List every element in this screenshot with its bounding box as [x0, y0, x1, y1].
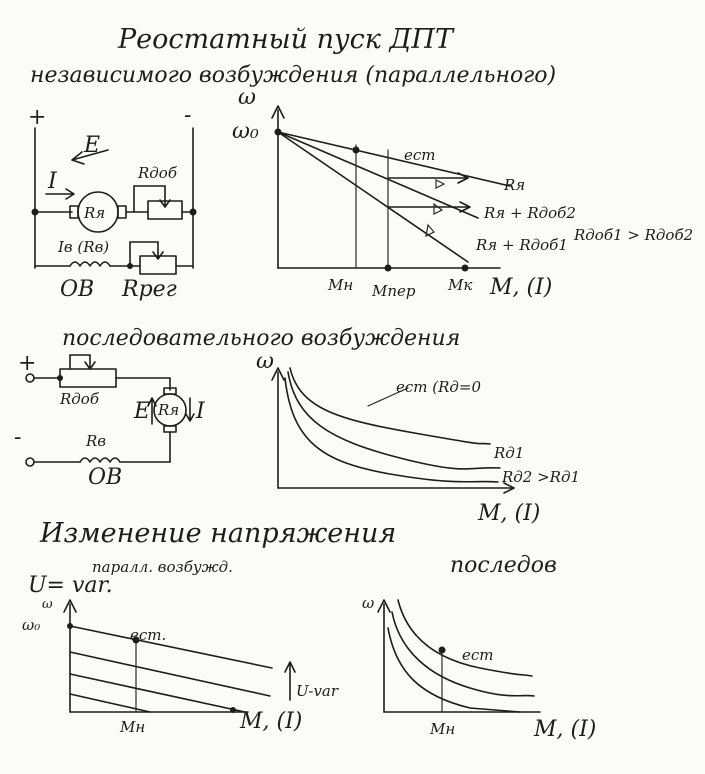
- emf-arrow: [71, 149, 109, 165]
- section3-right-subtitle: последов: [450, 553, 557, 578]
- r-add-slider-arrow: [159, 185, 171, 208]
- chart3-y0-label: ω₀: [22, 616, 40, 634]
- series-r-field-label: Rв: [85, 432, 106, 450]
- section2-chart: ω ест (Rд=0 Rд1 Rд2 >Rд1 M, (I): [256, 349, 580, 526]
- voltage-arrow-label: U-var: [296, 682, 339, 700]
- chart4-natural-label: ест: [462, 646, 494, 664]
- r-reg-slider-arrow: [152, 241, 164, 260]
- series-voltage-curve-1: [397, 599, 533, 677]
- brush-right: [117, 205, 127, 219]
- chart3-natural-label: ест.: [130, 626, 166, 644]
- series-r-add-label: Rдоб: [59, 390, 100, 408]
- section2-circuit: + Rдоб Rя E I - Rв ОВ: [14, 351, 206, 490]
- section3-left-chart: U= var. ω ω₀ ест. U-var Mн M, (I): [22, 573, 339, 736]
- chart1-relation: Rдоб1 > Rдоб2: [573, 226, 693, 244]
- chart1-y-label: ω: [238, 85, 256, 110]
- voltage-up-arrow: [284, 661, 296, 701]
- voltage-line-4: [69, 693, 151, 713]
- section3-right-chart: ω ест Mн M, (I): [362, 594, 596, 742]
- series-r-add-resistor: [59, 368, 117, 388]
- curve-label-3: Rя + Rдоб1: [475, 236, 568, 254]
- series-field-coil: [79, 457, 121, 463]
- line-natural-rya: [277, 131, 511, 187]
- chart3-x-tick: Mн: [119, 718, 145, 736]
- title-line-1: Реостатный пуск ДПТ: [117, 24, 455, 55]
- curve-label-1: Rя: [503, 176, 525, 194]
- circuit1-plus: +: [28, 105, 46, 130]
- series-field-winding-label: ОВ: [88, 465, 122, 490]
- curve-label-2: Rя + Rдоб2: [483, 204, 576, 222]
- chart2-curve-label-2: Rд1: [493, 444, 524, 462]
- chart2-curve-label-3: Rд2 >Rд1: [501, 468, 580, 486]
- voltage-line-3: [69, 673, 246, 713]
- series-rd2-curve: [284, 377, 499, 483]
- emf-label: E: [83, 133, 100, 158]
- chart4-y-label: ω: [362, 594, 374, 612]
- circuit1-minus: -: [184, 103, 191, 128]
- voltage-var-note: U= var.: [28, 573, 113, 598]
- chart3-y-label: ω: [42, 597, 53, 612]
- x-tick-mk: Mк: [447, 276, 472, 294]
- chart1-y0-label: ω₀: [232, 119, 259, 144]
- voltage-line-2: [69, 651, 271, 697]
- series-rd1-curve: [287, 371, 501, 470]
- chart2-y-label: ω: [256, 349, 274, 374]
- field-winding-coil: [69, 261, 111, 267]
- field-current-label: Iв (Rв): [57, 238, 109, 256]
- current-arrow: [45, 188, 75, 200]
- title-line-2: независимого возбуждения (параллельного): [30, 63, 556, 88]
- chart2-curve-label-1: ест (Rд=0: [396, 378, 481, 396]
- section1-circuit: + - Rя Rдоб E I Iв (Rв) ОВ R: [28, 103, 197, 302]
- chart3-x-label: M, (I): [239, 709, 302, 734]
- r-reg-label: Rрег: [121, 277, 177, 302]
- chart4-x-tick: Mн: [429, 720, 455, 738]
- series-current-label: I: [195, 399, 206, 424]
- r-add-label: Rдоб: [137, 164, 178, 182]
- section1-chart: ω ω₀ ест Rя Rя + Rдоб2 Rя + Rдоб1 Rдоб1 …: [232, 85, 693, 300]
- armature-label: Rя: [83, 204, 105, 222]
- field-winding-label: ОВ: [60, 277, 94, 302]
- section3-title: Изменение напряжения: [39, 518, 396, 549]
- chart2-x-label: M, (I): [477, 501, 540, 526]
- series-natural-curve: [289, 367, 491, 445]
- line-rya-radd1: [277, 131, 469, 263]
- series-voltage-curve-3: [387, 627, 521, 713]
- series-voltage-curve-2: [391, 611, 535, 697]
- circuit2-minus: -: [14, 425, 21, 450]
- section3-left-subtitle: паралл. возбужд.: [92, 558, 233, 576]
- series-emf-label: E: [133, 399, 150, 424]
- x-tick-mper: Mпер: [371, 282, 416, 300]
- natural-voltage-line: [69, 625, 273, 669]
- current-label: I: [47, 169, 58, 194]
- chart4-x-label: M, (I): [533, 717, 596, 742]
- chart1-x-label: M, (I): [489, 275, 552, 300]
- x-tick-mn: Mн: [327, 276, 353, 294]
- chart1-natural-label: ест: [404, 146, 436, 164]
- line-rya-radd2: [277, 131, 479, 219]
- circuit2-plus: +: [18, 351, 36, 376]
- section2-title: последовательного возбуждения: [62, 326, 460, 351]
- series-armature-label: Rя: [157, 401, 179, 419]
